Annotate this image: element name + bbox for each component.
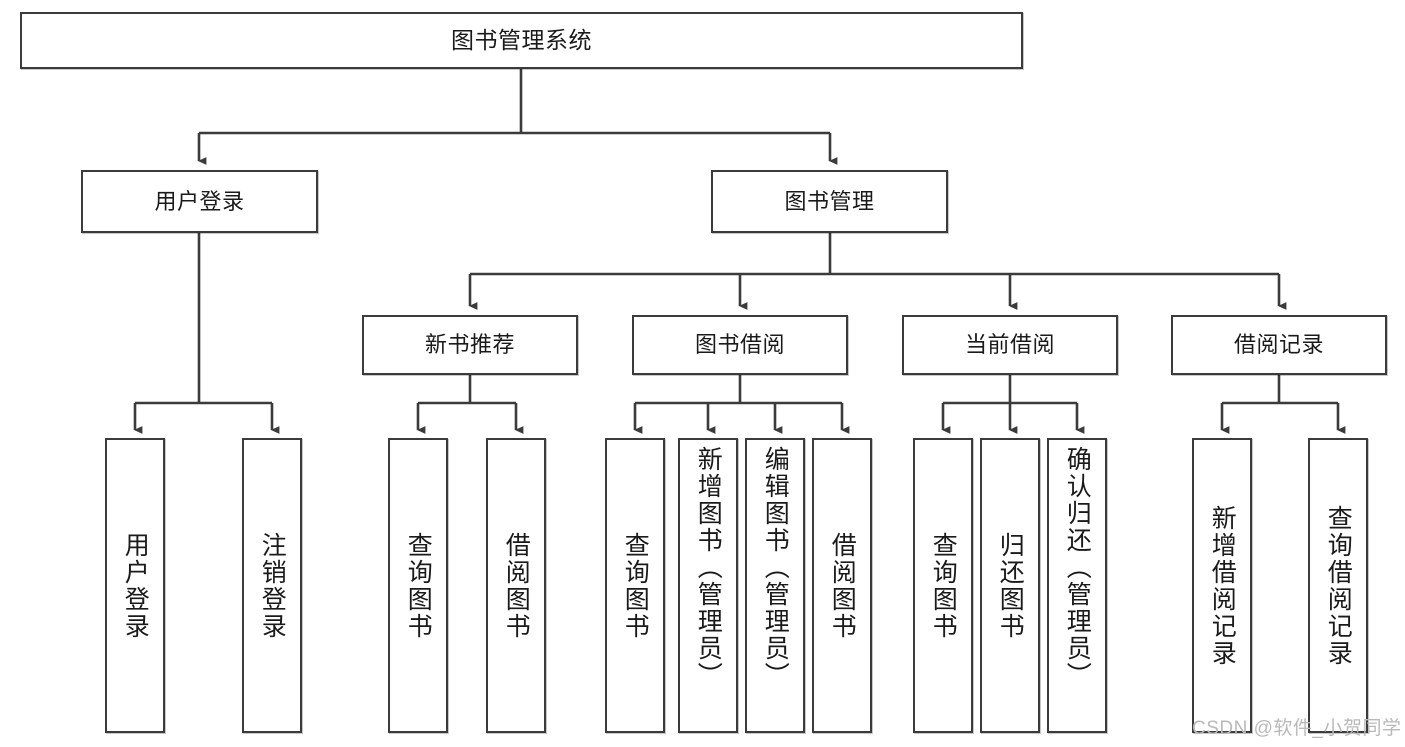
leaf-current-return-book[interactable]: 归还图书	[980, 438, 1040, 733]
node-label: 用户登录	[154, 188, 245, 214]
leaf-recommend-query-book[interactable]: 查询图书	[388, 438, 448, 733]
node-label: 查询借阅记录	[1324, 504, 1353, 667]
node-new-book-recommend[interactable]: 新书推荐	[362, 315, 578, 375]
node-current-borrow[interactable]: 当前借阅	[902, 315, 1118, 375]
node-label: 注销登录	[258, 531, 287, 640]
node-label: 新书推荐	[424, 332, 515, 358]
node-label: 图书管理系统	[451, 26, 592, 53]
leaf-record-add-record[interactable]: 新增借阅记录	[1192, 438, 1252, 733]
node-root-system[interactable]: 图书管理系统	[20, 12, 1023, 69]
node-label: 图书管理	[784, 188, 875, 214]
leaf-logout-login[interactable]: 注销登录	[242, 438, 302, 733]
leaf-borrow-add-book-admin[interactable]: 新增图书（管理员）	[678, 438, 738, 733]
leaf-borrow-borrow-book[interactable]: 借阅图书	[812, 438, 872, 733]
node-label: 借阅记录	[1233, 332, 1324, 358]
leaf-borrow-query-book[interactable]: 查询图书	[605, 438, 665, 733]
node-book-borrow[interactable]: 图书借阅	[632, 315, 848, 375]
leaf-user-login[interactable]: 用户登录	[105, 438, 165, 733]
node-label: 当前借阅	[964, 332, 1055, 358]
node-borrow-record[interactable]: 借阅记录	[1171, 315, 1387, 375]
node-label: 新增借阅记录	[1208, 504, 1237, 667]
leaf-borrow-edit-book-admin[interactable]: 编辑图书（管理员）	[745, 438, 805, 733]
leaf-record-query-record[interactable]: 查询借阅记录	[1308, 438, 1368, 733]
node-label: 查询图书	[404, 531, 433, 640]
node-label: 归还图书	[996, 531, 1025, 640]
node-label: 借阅图书	[502, 531, 531, 640]
node-label: 查询图书	[621, 531, 650, 640]
node-label: 借阅图书	[828, 531, 857, 640]
node-label: 编辑图书（管理员）	[761, 446, 790, 689]
node-label: 查询图书	[929, 531, 958, 640]
node-user-login[interactable]: 用户登录	[81, 170, 318, 233]
node-label: 用户登录	[121, 531, 150, 640]
leaf-recommend-borrow-book[interactable]: 借阅图书	[486, 438, 546, 733]
node-book-management[interactable]: 图书管理	[711, 170, 948, 233]
node-label: 新增图书（管理员）	[694, 446, 723, 689]
node-label: 确认归还（管理员）	[1063, 446, 1092, 689]
leaf-current-confirm-return-admin[interactable]: 确认归还（管理员）	[1047, 438, 1107, 733]
node-label: 图书借阅	[694, 332, 785, 358]
leaf-current-query-book[interactable]: 查询图书	[913, 438, 973, 733]
